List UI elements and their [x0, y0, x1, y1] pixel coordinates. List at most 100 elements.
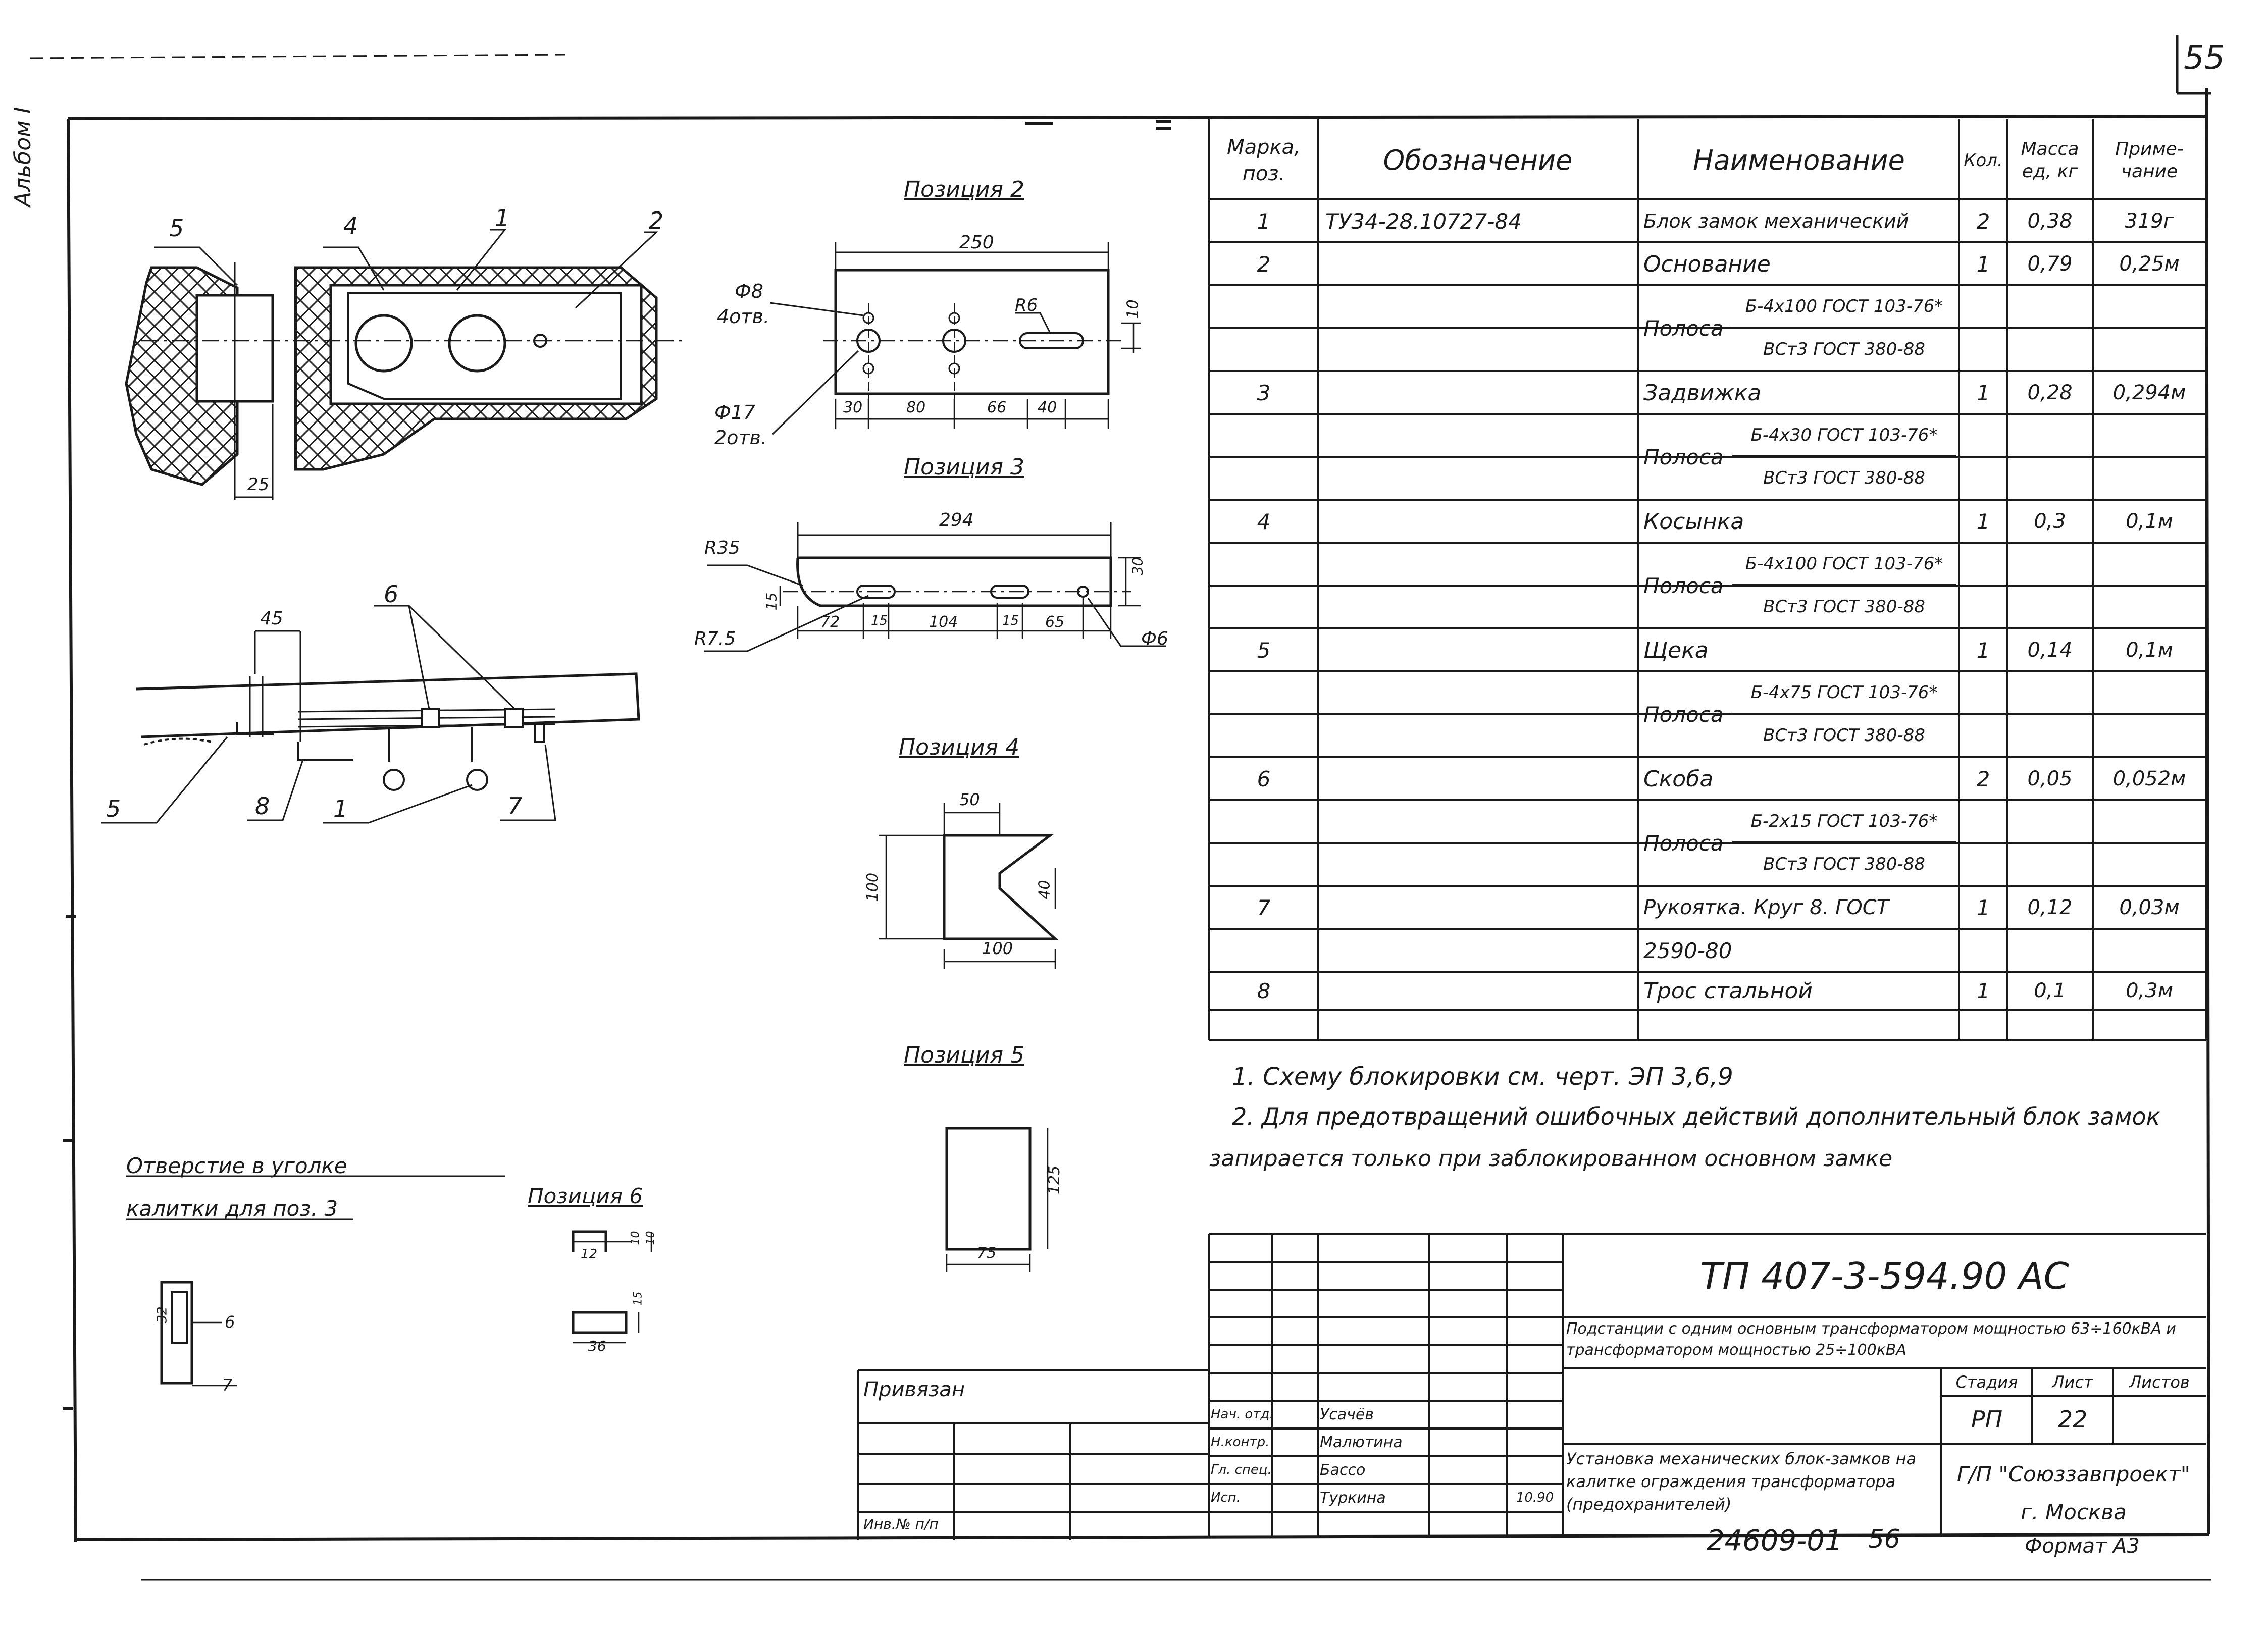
- row-5-qty: 1: [1976, 638, 1990, 663]
- pos3-phi6: Ф6: [1141, 628, 1168, 649]
- sheet-number: 55: [2184, 39, 2225, 77]
- pos6-d10b: 10: [644, 1231, 657, 1245]
- role-2: Н.контр.: [1211, 1435, 1270, 1450]
- pos4-d100v: 100: [864, 872, 882, 902]
- row-2-qty: 1: [1976, 251, 1990, 277]
- pos2-holes4: 4отв.: [717, 305, 770, 328]
- row-4-qty: 1: [1976, 509, 1990, 534]
- row-5-mark: 5: [1257, 638, 1271, 663]
- pos6-d36: 36: [588, 1338, 606, 1354]
- row-7-mark: 7: [1257, 895, 1271, 920]
- row-3m-frac-bot: ВСт3 ГОСТ 380-88: [1763, 468, 1925, 488]
- callout-5-mid: 5: [106, 795, 121, 822]
- pos5-view: [945, 1127, 1049, 1272]
- row-4m-name: Полоса: [1643, 573, 1724, 598]
- pos5-d75: 75: [977, 1244, 997, 1262]
- pos2-h10: 10: [1124, 299, 1142, 319]
- sign-date: 10.90: [1516, 1490, 1554, 1505]
- pos3-h30: 30: [1129, 557, 1146, 575]
- pos3-d104: 104: [929, 613, 958, 631]
- role-3: Гл. спец.: [1211, 1462, 1271, 1477]
- role-4-name: Туркина: [1320, 1489, 1386, 1507]
- pos2-view: [769, 242, 1141, 435]
- row-2-mass: 0,79: [2027, 252, 2073, 276]
- title-block-grid: [857, 1233, 2206, 1540]
- row-4m-frac-bot: ВСт3 ГОСТ 380-88: [1763, 597, 1925, 617]
- pos3-r35: R35: [704, 538, 740, 558]
- hole-d6: 6: [225, 1312, 235, 1332]
- inv-label: Инв.№ п/п: [863, 1516, 939, 1532]
- callout-2-top: 2: [649, 207, 664, 234]
- pos6-title: Позиция 6: [528, 1184, 643, 1208]
- pos3-d72: 72: [820, 613, 840, 631]
- pos4-view: [879, 803, 1059, 969]
- row-5-note: 0,1м: [2126, 639, 2173, 662]
- row-6m-frac-bot: ВСт3 ГОСТ 380-88: [1763, 854, 1925, 874]
- row-5m-frac-bot: ВСт3 ГОСТ 380-88: [1763, 725, 1925, 746]
- title-project: Подстанции с одним основным трансформато…: [1566, 1320, 2176, 1359]
- hole-d32: 32: [154, 1306, 170, 1324]
- dim-45: 45: [260, 608, 283, 629]
- row-6m-frac-top: Б-2х15 ГОСТ 103-76*: [1732, 801, 1956, 843]
- pos3-d15b: 15: [1002, 613, 1019, 628]
- org-city: г. Москва: [2021, 1499, 2127, 1524]
- row-8-name: Трос стальной: [1643, 978, 1813, 1004]
- callout-1-top: 1: [495, 204, 510, 232]
- row-7-note: 0,03м: [2119, 896, 2180, 919]
- title-code: ТП 407-3-594.90 АС: [1700, 1254, 2069, 1297]
- row-4-note: 0,1м: [2126, 510, 2173, 533]
- row-1-name: Блок замок механический: [1643, 210, 1909, 232]
- row-4-mass: 0,3: [2034, 510, 2066, 533]
- pos3-d65: 65: [1045, 613, 1065, 631]
- pos2-d30: 30: [843, 399, 863, 416]
- header-designation: Обозначение: [1383, 144, 1573, 176]
- role-3-name: Бассо: [1320, 1461, 1366, 1479]
- row-3-note: 0,294м: [2112, 381, 2186, 404]
- row-2-mark: 2: [1257, 251, 1271, 277]
- privyazan-label: Привязан: [863, 1378, 965, 1401]
- drawing-title: Установка механических блок-замков на ка…: [1566, 1449, 1917, 1514]
- callout-7-mid: 7: [507, 792, 523, 820]
- note-3: запирается только при заблокированном ос…: [1209, 1146, 1893, 1172]
- row-1-designation: ТУ34-28.10727-84: [1325, 208, 1522, 234]
- row-3-qty: 1: [1976, 380, 1990, 405]
- spec-grid: [1208, 119, 2207, 1041]
- row-2-name: Основание: [1643, 251, 1771, 277]
- sheet-label: Лист: [2052, 1372, 2093, 1392]
- pos4-d100h: 100: [982, 939, 1013, 958]
- role-1: Нач. отд.: [1211, 1407, 1271, 1422]
- stage-value: РП: [1971, 1406, 2003, 1433]
- elevation-view: [101, 605, 640, 824]
- format-label: Формат А3: [2025, 1534, 2140, 1558]
- hole-d7: 7: [222, 1375, 233, 1395]
- row-5-mass: 0,14: [2027, 639, 2073, 662]
- pos6-d10a: 10: [629, 1231, 642, 1245]
- pos4-d50: 50: [959, 790, 980, 809]
- row-2m-frac-bot: ВСт3 ГОСТ 380-88: [1763, 339, 1925, 359]
- pos5-d125: 125: [1046, 1165, 1064, 1195]
- pos2-d40: 40: [1038, 399, 1057, 416]
- row-6-name: Скоба: [1643, 766, 1714, 792]
- pos2-dim-250: 250: [959, 232, 994, 253]
- pos2-r6: R6: [1015, 295, 1038, 315]
- row-6-mass: 0,05: [2027, 767, 2073, 790]
- callout-6-mid: 6: [384, 580, 399, 608]
- pos3-d15a: 15: [871, 613, 888, 628]
- row-1-note: 319г: [2125, 209, 2174, 233]
- pos3-r75: R7.5: [694, 628, 736, 649]
- row-5m-name: Полоса: [1643, 702, 1724, 727]
- pos3-view: [704, 522, 1166, 652]
- row-6-mark: 6: [1257, 766, 1271, 791]
- row-4-name: Косынка: [1643, 508, 1744, 535]
- row-7-qty: 1: [1976, 895, 1990, 920]
- row-4-mark: 4: [1257, 509, 1271, 534]
- pos4-d40: 40: [1036, 880, 1054, 899]
- pos6-d15: 15: [632, 1291, 645, 1306]
- role-1-name: Усачёв: [1320, 1405, 1374, 1423]
- row-8-qty: 1: [1976, 978, 1990, 1003]
- row-6m-name: Полоса: [1643, 830, 1724, 856]
- pos2-title: Позиция 2: [904, 177, 1024, 202]
- row-4m-frac-top: Б-4х100 ГОСТ 103-76*: [1732, 544, 1956, 586]
- pos2-phi17: Ф17: [714, 401, 756, 424]
- header-mass: Масса ед, кг: [2021, 139, 2079, 182]
